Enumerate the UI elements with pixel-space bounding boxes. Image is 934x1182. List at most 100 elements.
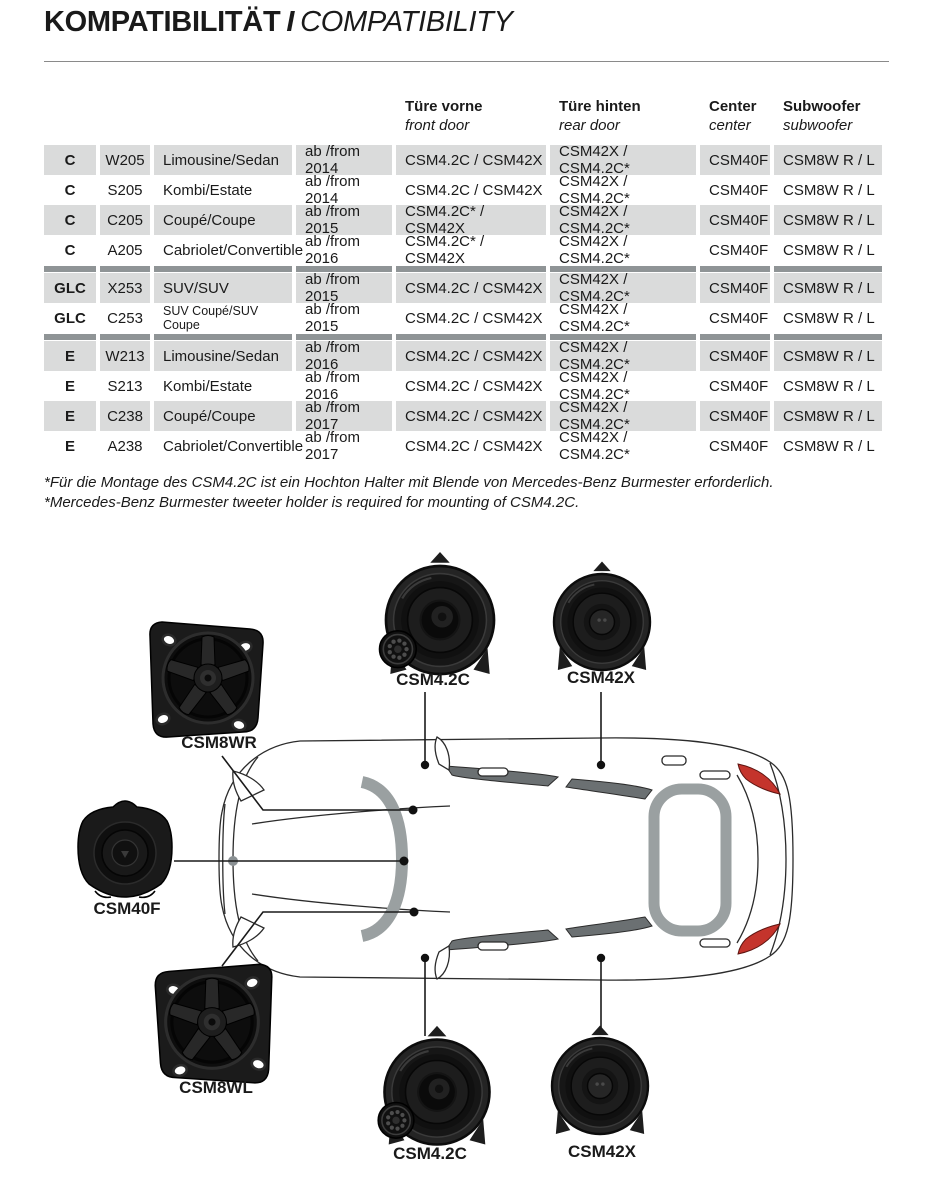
- cell-rear-door: CSM42X / CSM4.2C*: [559, 369, 630, 403]
- cell-class: C: [44, 145, 96, 175]
- section-separator-segment: [550, 334, 696, 340]
- header-subwoofer-de: Subwoofer: [783, 98, 861, 115]
- section-separator: [44, 334, 894, 340]
- cell-front-door: CSM4.2C / CSM42X: [396, 341, 546, 371]
- cell-subwoofer: CSM8W R / L: [774, 145, 882, 175]
- label-csm8wl: CSM8WL: [179, 1078, 253, 1097]
- cell-body-type: Kombi/Estate: [163, 377, 253, 395]
- cell-rear-door: CSM42X / CSM4.2C*: [550, 399, 696, 433]
- speaker-csm40f: [77, 800, 173, 899]
- cell-model: C253: [107, 309, 143, 327]
- taillight: [737, 763, 781, 795]
- header-subwoofer-en: subwoofer: [783, 117, 853, 134]
- cell-year: ab /from 2016: [305, 233, 361, 267]
- header-front-door-en: front door: [405, 117, 470, 134]
- cell-class: E: [44, 341, 96, 371]
- cell-subwoofer: CSM8W R / L: [783, 377, 875, 395]
- section-separator-segment: [154, 266, 292, 272]
- side-mirror: [434, 736, 451, 772]
- speaker-csm42c-bottom: [378, 1026, 489, 1145]
- title-divider: [44, 61, 889, 62]
- speaker-csm42c-top: [380, 552, 494, 674]
- cell-center: CSM40F: [709, 377, 769, 395]
- front-door-speaker-point-top: [420, 760, 430, 770]
- cell-year: ab /from 2017: [305, 429, 361, 463]
- cell-front-door: CSM4.2C / CSM42X: [405, 377, 543, 395]
- header-subwoofer: Subwoofer subwoofer: [774, 97, 882, 135]
- header-center-en: center: [709, 117, 751, 134]
- cell-model: C238: [100, 401, 150, 431]
- cell-year: ab /from 2016: [305, 369, 361, 403]
- cell-front-door: CSM4.2C / CSM42X: [405, 309, 543, 327]
- section-separator-segment: [396, 334, 546, 340]
- header-front-door: Türe vorne front door: [396, 97, 546, 135]
- subwoofer-right-point: [408, 805, 418, 815]
- footnote-en: *Mercedes-Benz Burmester tweeter holder …: [44, 494, 580, 511]
- cell-year: ab /from 2015: [305, 301, 361, 335]
- cell-body-type: Coupé/Coupe: [154, 401, 292, 431]
- cell-center: CSM40F: [700, 273, 770, 303]
- center-speaker-point: [399, 856, 409, 866]
- cell-year: ab /from 2014: [305, 173, 361, 207]
- cell-year: ab /from 2015: [296, 203, 392, 237]
- section-separator-segment: [154, 334, 292, 340]
- cell-year: ab /from 2017: [296, 399, 392, 433]
- taillight: [737, 923, 781, 955]
- label-csm40f: CSM40F: [93, 899, 161, 918]
- cell-center: CSM40F: [709, 437, 769, 455]
- cell-rear-door: CSM42X / CSM4.2C*: [550, 339, 696, 373]
- header-center: Center center: [700, 97, 770, 135]
- section-separator-segment: [296, 334, 392, 340]
- cell-body-type: Kombi/Estate: [163, 181, 253, 199]
- section-separator-segment: [700, 334, 770, 340]
- label-csm8wr: CSM8WR: [181, 733, 257, 752]
- windshield-frame: [360, 776, 409, 942]
- section-separator-segment: [296, 266, 392, 272]
- cell-model: W213: [100, 341, 150, 371]
- cell-front-door: CSM4.2C / CSM42X: [405, 437, 543, 455]
- cell-front-door: CSM4.2C / CSM42X: [396, 145, 546, 175]
- cell-rear-door: CSM42X / CSM4.2C*: [559, 233, 630, 267]
- cell-model: C205: [100, 205, 150, 235]
- cell-class: E: [44, 401, 96, 431]
- speaker-csm8wr: [148, 620, 265, 739]
- cell-front-door: CSM4.2C* / CSM42X: [405, 233, 485, 267]
- header-rear-door: Türe hinten rear door: [550, 97, 696, 135]
- header-front-door-de: Türe vorne: [405, 98, 483, 115]
- label-csm42x-bottom: CSM42X: [567, 1142, 637, 1161]
- section-separator-segment: [550, 266, 696, 272]
- cell-model: X253: [100, 273, 150, 303]
- table-header: Türe vorne front door Türe hinten rear d…: [44, 97, 894, 135]
- connector-lines: [174, 692, 606, 1036]
- cell-body-type: Cabriolet/Convertible: [163, 241, 304, 259]
- cell-year: ab /from 2015: [296, 271, 392, 305]
- rear-window-frame: [648, 783, 732, 937]
- section-separator-segment: [44, 334, 96, 340]
- cell-model: W205: [100, 145, 150, 175]
- cell-class: E: [64, 437, 75, 455]
- footnotes: *Für die Montage des CSM4.2C ist ein Hoc…: [44, 473, 774, 513]
- cell-subwoofer: CSM8W R / L: [774, 341, 882, 371]
- cell-center: CSM40F: [709, 181, 769, 199]
- label-csm42c-bottom: CSM4.2C: [393, 1144, 467, 1163]
- header-rear-door-en: rear door: [559, 117, 620, 134]
- label-csm42c-top: CSM4.2C: [396, 670, 470, 689]
- cell-body-type: SUV Coupé/SUV Coupe: [163, 304, 259, 332]
- car-top-view: [218, 736, 794, 981]
- side-mirror: [434, 944, 451, 980]
- cell-front-door: CSM4.2C / CSM42X: [396, 401, 546, 431]
- cell-model: S213: [107, 377, 143, 395]
- section-separator-segment: [396, 266, 546, 272]
- cell-rear-door: CSM42X / CSM4.2C*: [550, 271, 696, 305]
- cell-model: A238: [107, 437, 143, 455]
